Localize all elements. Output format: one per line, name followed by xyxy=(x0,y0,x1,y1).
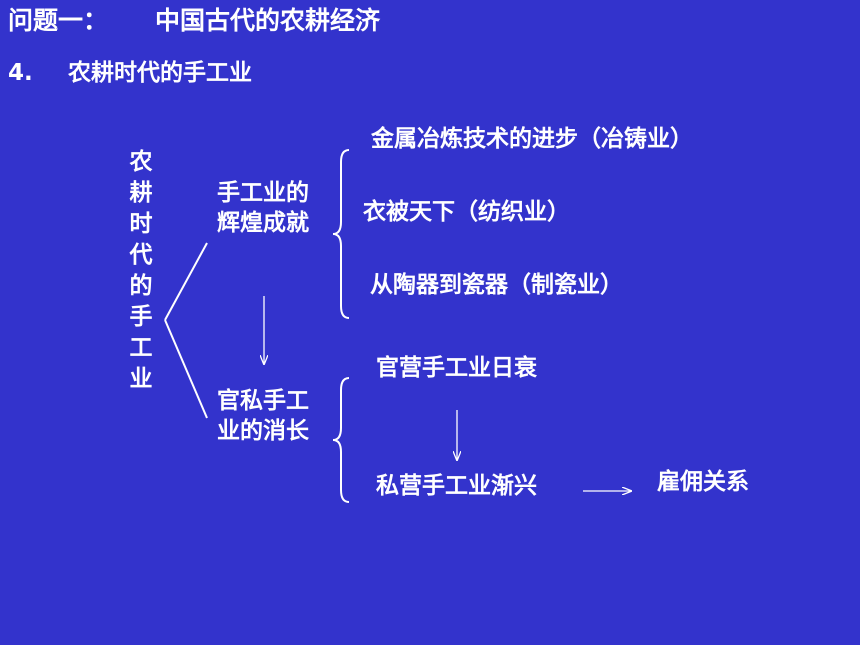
section-number: 4. xyxy=(8,60,33,86)
root-char: 代 xyxy=(129,242,153,268)
root-char: 的 xyxy=(129,273,153,299)
brace-achievements xyxy=(332,149,350,319)
branch-achievements-line1: 手工业的 xyxy=(217,180,309,206)
achievement-item-textile: 衣被天下（纺织业） xyxy=(363,199,570,225)
root-char: 农 xyxy=(129,149,153,175)
branch-achievements-label: 手工业的 辉煌成就 xyxy=(217,178,309,238)
branch-decline-label: 官私手工 业的消长 xyxy=(217,386,309,446)
root-char: 工 xyxy=(129,335,153,361)
question-title: 中国古代的农耕经济 xyxy=(155,6,381,35)
branch-decline-line2: 业的消长 xyxy=(217,418,309,444)
question-label: 问题一： xyxy=(8,6,109,35)
decline-item-official: 官营手工业日衰 xyxy=(376,355,537,381)
brace-decline xyxy=(332,377,350,503)
root-char: 时 xyxy=(129,211,153,237)
decline-item-private: 私营手工业渐兴 xyxy=(376,473,537,499)
achievement-item-porcelain: 从陶器到瓷器（制瓷业） xyxy=(370,272,623,298)
root-label-vertical: 农 耕 时 代 的 手 工 业 xyxy=(127,147,155,395)
result-hired-labor: 雇佣关系 xyxy=(657,469,749,495)
root-char: 手 xyxy=(129,304,153,330)
root-char: 业 xyxy=(129,366,153,392)
root-char: 耕 xyxy=(129,180,153,206)
branch-decline-line1: 官私手工 xyxy=(217,388,309,414)
root-branch-line-lower xyxy=(164,319,208,419)
root-branch-line-upper xyxy=(164,242,208,321)
branch-achievements-line2: 辉煌成就 xyxy=(217,210,309,236)
section-title: 农耕时代的手工业 xyxy=(68,60,252,86)
achievement-item-metallurgy: 金属冶炼技术的进步（冶铸业） xyxy=(371,126,693,152)
